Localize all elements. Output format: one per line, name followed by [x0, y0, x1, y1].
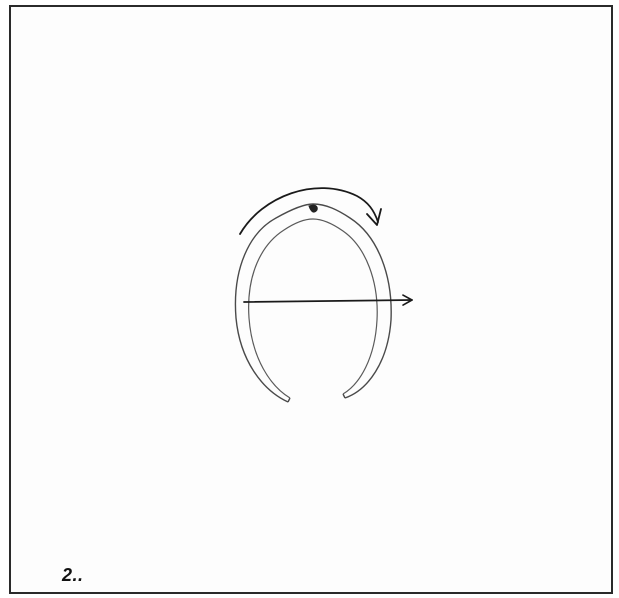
figure-number-label: 2..: [62, 566, 84, 584]
ring-inner-outline: [249, 219, 378, 398]
ring-top-notch: [309, 205, 317, 212]
ring-right-end: [343, 394, 345, 398]
ring-outer-outline: [235, 204, 391, 402]
horseshoe-ring: [235, 204, 391, 402]
right-arrow-icon: [244, 300, 412, 302]
ring-left-end: [288, 398, 290, 402]
curved-arrow-icon: [240, 188, 381, 234]
